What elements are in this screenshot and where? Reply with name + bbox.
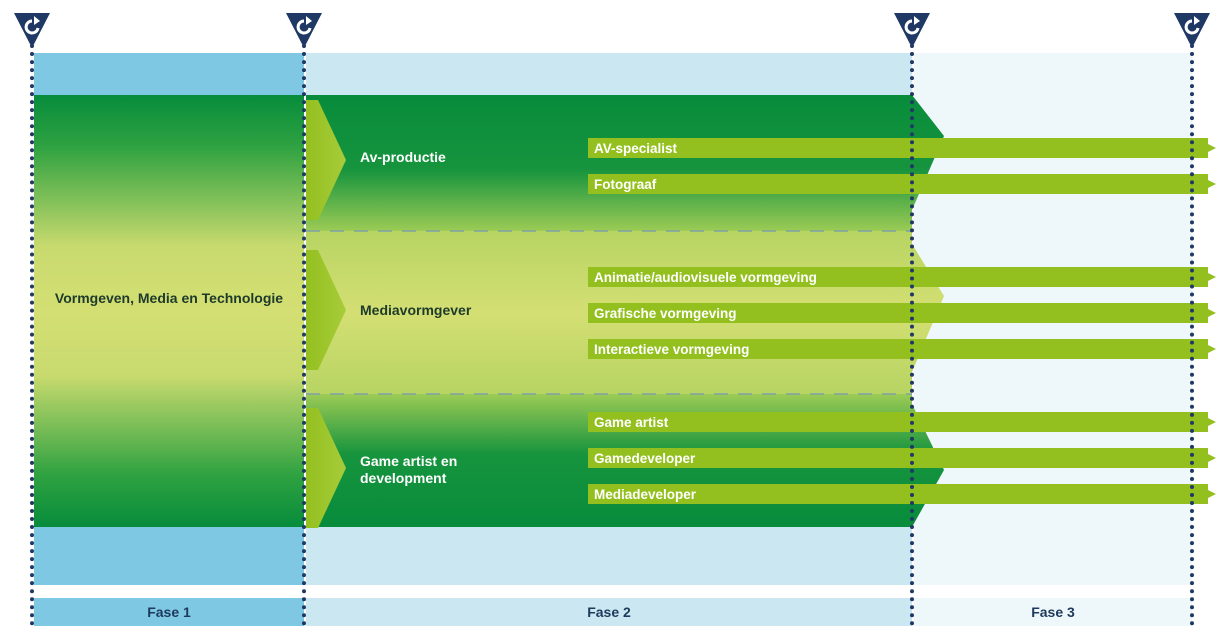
career-interactieve-vormgeving: Interactieve vormgeving — [588, 339, 1208, 359]
phase-divider-3 — [910, 28, 914, 626]
refresh-marker-icon — [14, 13, 50, 48]
career-animatie: Animatie/audiovisuele vormgeving — [588, 267, 1208, 287]
fase3-bar: Fase 3 — [914, 598, 1192, 626]
phase-divider-2 — [302, 28, 306, 626]
career-av-specialist: AV-specialist — [588, 138, 1208, 158]
refresh-marker-icon — [1174, 13, 1210, 48]
stream-label-game-artist: Game artist en development — [360, 453, 458, 486]
phase1-label: Vormgeven, Media en Technologie — [54, 290, 284, 306]
stream-band-1 — [306, 95, 944, 231]
phase1-block — [34, 95, 304, 527]
stream-label-mediavormgever: Mediavormgever — [360, 302, 472, 318]
fase1-bar: Fase 1 — [34, 598, 304, 626]
refresh-marker-icon — [894, 13, 930, 48]
stream-chevron-3 — [306, 408, 346, 528]
stream-chevron-2 — [306, 250, 346, 370]
career-fotograaf: Fotograaf — [588, 174, 1208, 194]
fase2-bar: Fase 2 — [306, 598, 912, 626]
career-grafische-vormgeving: Grafische vormgeving — [588, 303, 1208, 323]
stream-chevron-1 — [306, 100, 346, 220]
phase-divider-1 — [30, 28, 34, 626]
refresh-marker-icon — [286, 13, 322, 48]
career-gamedeveloper: Gamedeveloper — [588, 448, 1208, 468]
phase-divider-4 — [1190, 28, 1194, 626]
career-game-artist: Game artist — [588, 412, 1208, 432]
stream-label-av-productie: Av-productie — [360, 149, 446, 165]
career-mediadeveloper: Mediadeveloper — [588, 484, 1208, 504]
